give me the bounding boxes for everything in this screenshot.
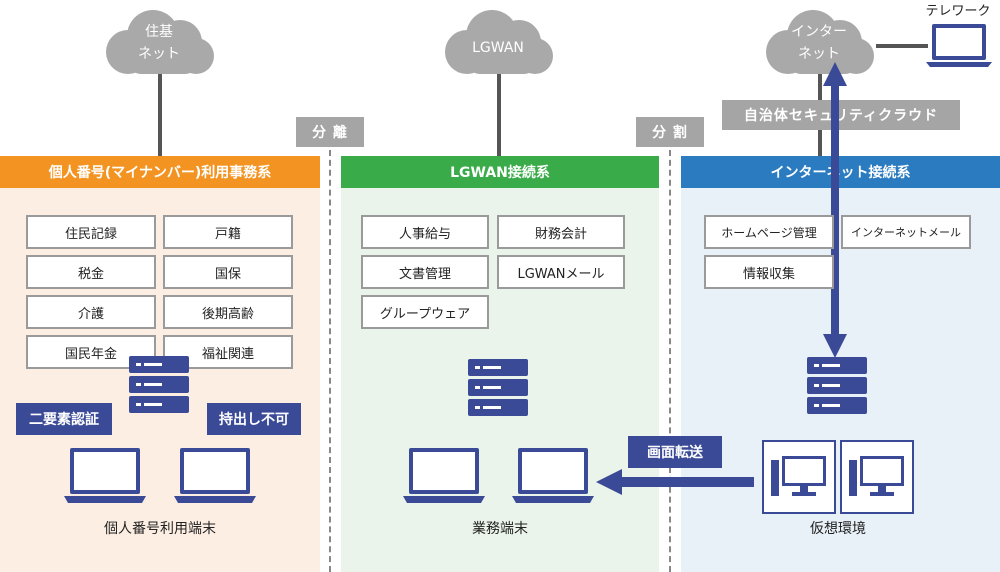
lgwan-cloud-label: LGWAN — [472, 40, 524, 56]
internet-cloud-line2: ネット — [798, 46, 840, 62]
item-label: 文書管理 — [398, 266, 451, 282]
cloud-icon — [106, 10, 214, 74]
transfer-badge: 画面転送 — [628, 436, 722, 468]
internet-item: ホームページ管理 — [704, 215, 834, 249]
no-takeout-badge: 持出し不可 — [207, 403, 301, 435]
mynumber-item: 住民記録 — [26, 215, 156, 249]
lgwan-caption: 業務端末 — [472, 521, 528, 537]
internet-server-icon — [807, 357, 867, 414]
mynumber-item: 国保 — [163, 255, 293, 289]
item-label: 介護 — [77, 306, 104, 322]
lgwan-item: 文書管理 — [361, 255, 489, 289]
divider-right — [669, 150, 671, 572]
mynumber-zone-header: 個人番号(マイナンバー)利用事務系 — [0, 156, 320, 188]
telework-line — [876, 44, 928, 48]
item-label: 後期高齢 — [201, 306, 254, 322]
item-label: ホームページ管理 — [721, 225, 817, 240]
lgwan-line — [497, 72, 501, 156]
internet-cloud-line1: インター — [791, 24, 847, 40]
item-label: インターネットメール — [851, 226, 961, 239]
laptop-icon — [403, 448, 485, 503]
internet-cloud: インター ネット — [758, 8, 880, 78]
mynumber-item: 税金 — [26, 255, 156, 289]
lgwan-item: 財務会計 — [497, 215, 625, 249]
juki-cloud-line1: 住基 — [145, 24, 173, 40]
telework-label: テレワーク — [925, 4, 991, 19]
internet-item: インターネットメール — [841, 215, 971, 249]
transfer-arrow — [596, 469, 754, 495]
item-label: 税金 — [77, 266, 104, 282]
item-label: グループウェア — [379, 306, 471, 322]
item-label: 戸籍 — [214, 226, 241, 242]
internet-zone-title: インターネット接続系 — [770, 165, 911, 181]
item-label: LGWANメール — [517, 266, 605, 282]
desktop-icon — [840, 440, 914, 514]
cloud-service-label: 自治体セキュリティクラウド — [722, 100, 960, 130]
desktop-icon — [762, 440, 836, 514]
badge-label: 二要素認証 — [29, 412, 99, 428]
laptop-icon — [174, 448, 256, 503]
two-factor-badge: 二要素認証 — [16, 403, 112, 435]
transfer-label: 画面転送 — [647, 445, 703, 461]
badge-label: 持出し不可 — [219, 412, 289, 428]
lgwan-server-icon — [468, 359, 528, 416]
juki-cloud-line2: ネット — [138, 46, 180, 62]
bunkatsu-text: 分 割 — [652, 125, 688, 141]
mynumber-item: 戸籍 — [163, 215, 293, 249]
laptop-icon — [512, 448, 594, 503]
mynumber-item: 介護 — [26, 295, 156, 329]
item-label: 福祉関連 — [201, 346, 254, 362]
lgwan-cloud: LGWAN — [437, 8, 559, 78]
internet-item: 情報収集 — [704, 255, 834, 289]
item-label: 国民年金 — [64, 346, 117, 362]
divider-left — [329, 150, 331, 572]
mynumber-caption: 個人番号利用端末 — [104, 521, 216, 537]
bunri-label: 分 離 — [296, 117, 364, 147]
cloud-service-text: 自治体セキュリティクラウド — [743, 108, 939, 124]
juki-line — [158, 72, 162, 156]
mynumber-server-icon — [129, 356, 189, 413]
internet-double-arrow — [823, 62, 847, 358]
lgwan-item: LGWANメール — [497, 255, 625, 289]
laptop-icon — [64, 448, 146, 503]
lgwan-zone-header: LGWAN接続系 — [341, 156, 659, 188]
cloud-icon — [445, 10, 553, 74]
lgwan-item: 人事給与 — [361, 215, 489, 249]
lgwan-zone-title: LGWAN接続系 — [450, 165, 550, 181]
item-label: 財務会計 — [534, 226, 587, 242]
item-label: 人事給与 — [398, 226, 451, 242]
item-label: 情報収集 — [742, 266, 795, 282]
lgwan-item: グループウェア — [361, 295, 489, 329]
cloud-icon — [766, 10, 874, 74]
item-label: 国保 — [214, 266, 241, 282]
internet-zone-header: インターネット接続系 — [681, 156, 1000, 188]
juki-cloud: 住基 ネット — [98, 8, 220, 78]
mynumber-item: 後期高齢 — [163, 295, 293, 329]
item-label: 住民記録 — [64, 226, 117, 242]
mynumber-zone-title: 個人番号(マイナンバー)利用事務系 — [48, 165, 272, 181]
bunri-text: 分 離 — [312, 125, 348, 141]
bunkatsu-label: 分 割 — [636, 117, 704, 147]
internet-caption: 仮想環境 — [810, 521, 866, 537]
telework-laptop-icon — [926, 24, 992, 67]
